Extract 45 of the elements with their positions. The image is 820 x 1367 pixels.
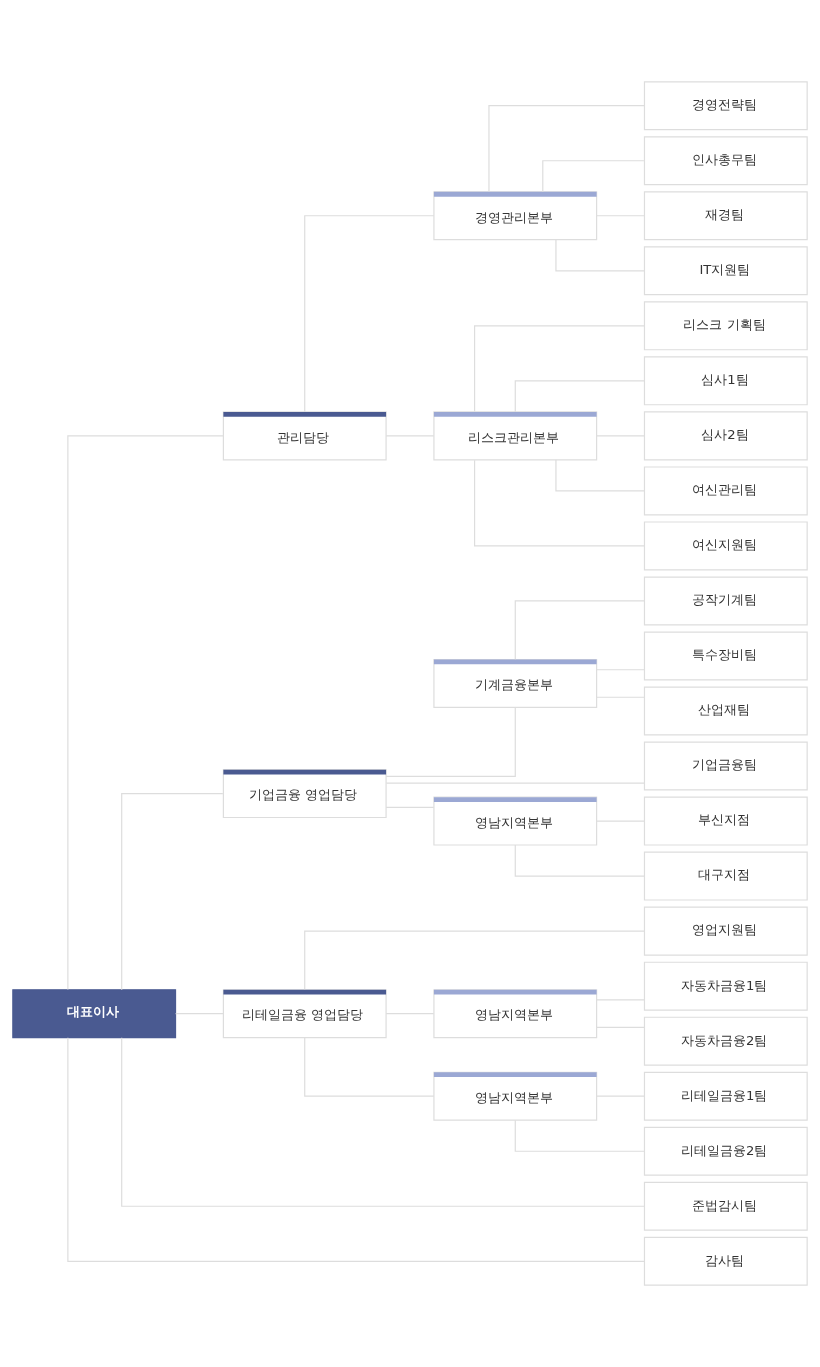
- node-box: 재경팀: [643, 191, 808, 241]
- node-box: 심사1팀: [643, 356, 808, 406]
- connector: [304, 930, 645, 990]
- node-box: 준법감시팀: [643, 1181, 808, 1231]
- connector: [555, 239, 645, 272]
- connector: [385, 706, 516, 777]
- connector: [121, 1037, 645, 1207]
- connector: [596, 1026, 645, 1028]
- node-box: 공작기계팀: [643, 576, 808, 626]
- connector: [385, 1013, 435, 1015]
- node-box: 부신지점: [643, 796, 808, 846]
- connector: [514, 1119, 645, 1152]
- connector: [67, 435, 224, 991]
- connector: [175, 1013, 224, 1015]
- connector: [304, 215, 435, 413]
- node-box: 기업금융팀: [643, 741, 808, 791]
- node-box: 자동차금융2팀: [643, 1016, 808, 1066]
- node-box: 자동차금융1팀: [643, 961, 808, 1011]
- node-box: IT지원팀: [643, 246, 808, 296]
- node-box: 여신관리팀: [643, 466, 808, 516]
- connector: [514, 380, 645, 413]
- node-box: 산업재팀: [643, 686, 808, 736]
- connector: [514, 844, 645, 877]
- node-box: 대표이사: [12, 989, 177, 1039]
- node-box: 여신지원팀: [643, 521, 808, 571]
- node-box: 리테일금융1팀: [643, 1071, 808, 1121]
- connector: [474, 325, 645, 413]
- connector: [385, 806, 435, 808]
- node-box: 심사2팀: [643, 411, 808, 461]
- node-box: 경영전략팀: [643, 81, 808, 131]
- connector: [121, 792, 224, 991]
- connector: [514, 600, 645, 660]
- node-box: 인사총무팀: [643, 136, 808, 186]
- connector: [555, 459, 645, 492]
- connector: [542, 160, 645, 193]
- node-box: 리테일금융2팀: [643, 1126, 808, 1176]
- connector: [488, 105, 645, 192]
- connector: [474, 459, 645, 547]
- node-box: 영업지원팀: [643, 906, 808, 956]
- connector: [67, 1037, 645, 1262]
- node-box: 대구지점: [643, 851, 808, 901]
- connector: [304, 1037, 435, 1097]
- node-box: 특수장비팀: [643, 631, 808, 681]
- node-box: 리스크 기획팀: [643, 301, 808, 351]
- node-box: 감사팀: [643, 1236, 808, 1286]
